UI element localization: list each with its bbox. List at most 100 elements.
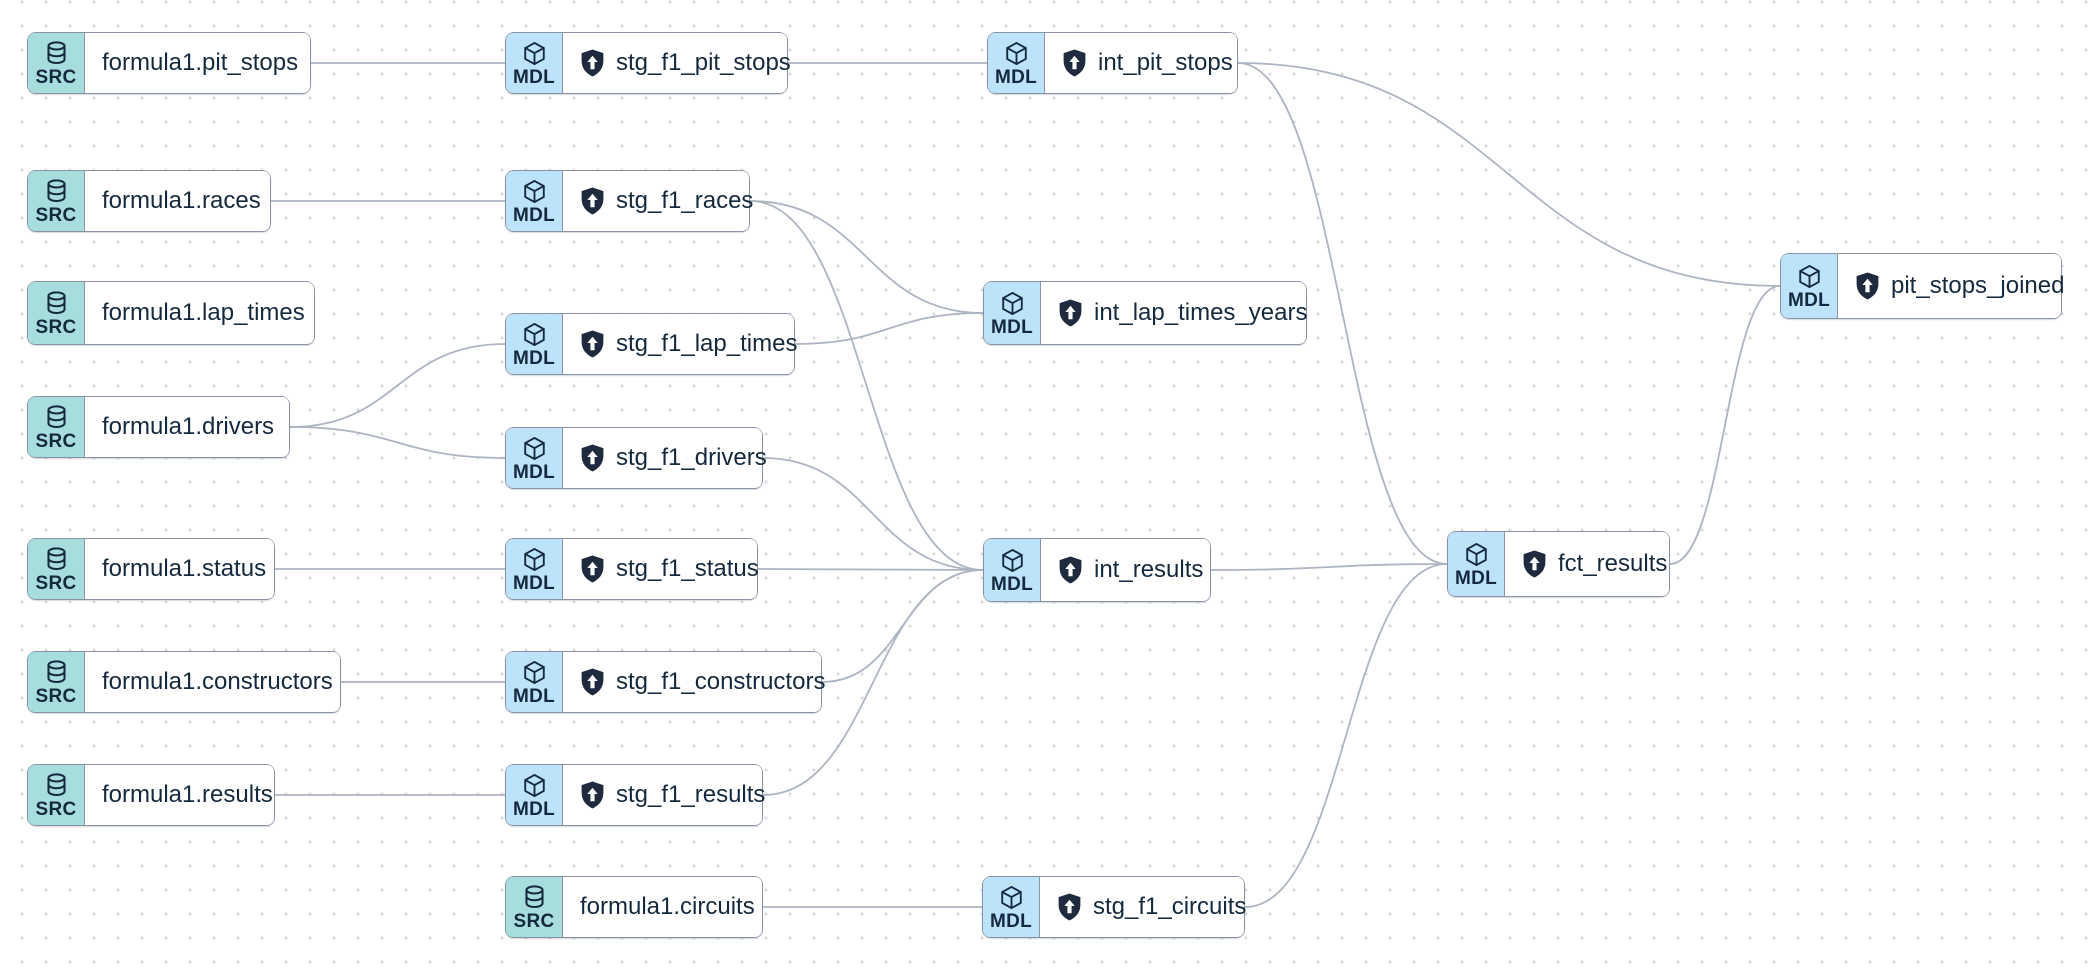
edge-src-drivers--stg-lap-times [289, 343, 506, 428]
node-type-label: SRC [513, 910, 555, 932]
cube-icon [1000, 885, 1022, 909]
node-src-constructors[interactable]: SRC formula1.constructors [27, 651, 341, 713]
node-src-results[interactable]: SRC formula1.results [27, 764, 275, 826]
cube-icon [1001, 548, 1023, 572]
node-body: stg_f1_lap_times [563, 314, 798, 374]
cube-icon [1005, 41, 1027, 65]
node-label: fct_results [1558, 550, 1668, 577]
cube-icon [523, 436, 545, 460]
node-type-label: SRC [35, 430, 77, 452]
node-type-badge: MDL [506, 171, 563, 231]
node-body: formula1.circuits [563, 877, 762, 937]
cube-icon [523, 547, 545, 571]
cube-icon [523, 179, 545, 203]
edge-int-results--fct-results [1210, 563, 1448, 571]
node-body: stg_f1_drivers [563, 428, 767, 488]
shield-icon [1058, 893, 1081, 921]
shield-icon [1059, 299, 1082, 327]
node-label: formula1.drivers [102, 413, 275, 440]
shield-icon [1523, 550, 1546, 578]
node-type-label: MDL [1454, 567, 1498, 589]
node-type-label: MDL [512, 347, 556, 369]
edge-stg-races--int-lap-times-years [749, 200, 984, 314]
node-label: pit_stops_joined [1891, 272, 2065, 299]
node-int-pit-stops[interactable]: MDL int_pit_stops [987, 32, 1238, 94]
node-type-badge: MDL [506, 765, 563, 825]
node-body: formula1.results [85, 765, 274, 825]
node-type-label: MDL [1787, 289, 1831, 311]
cube-icon [1798, 264, 1820, 288]
node-body: formula1.lap_times [85, 282, 314, 344]
node-src-status[interactable]: SRC formula1.status [27, 538, 275, 600]
node-stg-status[interactable]: MDL stg_f1_status [505, 538, 759, 600]
node-label: stg_f1_pit_stops [616, 49, 791, 76]
node-type-label: MDL [990, 316, 1034, 338]
edge-int-pit-stops--fct-results [1237, 62, 1448, 565]
node-label: stg_f1_lap_times [616, 330, 798, 357]
node-type-badge: MDL [1781, 254, 1838, 318]
node-type-badge: MDL [506, 652, 563, 712]
node-type-label: MDL [512, 461, 556, 483]
node-type-label: SRC [35, 204, 77, 226]
shield-icon [581, 555, 604, 583]
node-src-races[interactable]: SRC formula1.races [27, 170, 271, 232]
cube-icon [1465, 542, 1487, 566]
node-stg-lap-times[interactable]: MDL stg_f1_lap_times [505, 313, 798, 375]
node-body: formula1.constructors [85, 652, 340, 712]
node-type-badge: MDL [983, 877, 1040, 937]
node-type-label: SRC [35, 572, 77, 594]
node-fct-results[interactable]: MDL fct_results [1447, 531, 1670, 597]
node-label: stg_f1_drivers [616, 444, 767, 471]
node-stg-constructors[interactable]: MDL stg_f1_constructors [505, 651, 825, 713]
node-body: stg_f1_results [563, 765, 765, 825]
shield-icon [1856, 272, 1879, 300]
edge-stg-lap-times--int-lap-times-years [794, 312, 984, 345]
edge-src-drivers--stg-drivers [289, 426, 506, 459]
database-icon [524, 884, 544, 908]
node-type-label: SRC [35, 798, 77, 820]
node-body: formula1.drivers [85, 397, 289, 457]
node-body: stg_f1_constructors [563, 652, 825, 712]
node-label: stg_f1_constructors [616, 668, 826, 695]
node-src-circuits[interactable]: SRC formula1.circuits [505, 876, 763, 938]
database-icon [46, 772, 66, 796]
node-type-badge: MDL [506, 428, 563, 488]
node-type-label: SRC [35, 685, 77, 707]
shield-icon [581, 187, 604, 215]
database-icon [46, 404, 66, 428]
node-type-label: MDL [990, 573, 1034, 595]
node-stg-results[interactable]: MDL stg_f1_results [505, 764, 765, 826]
node-type-label: MDL [512, 572, 556, 594]
shield-icon [581, 781, 604, 809]
node-src-pit-stops[interactable]: SRC formula1.pit_stops [27, 32, 311, 94]
node-label: formula1.races [102, 187, 261, 214]
node-type-badge: MDL [506, 539, 563, 599]
shield-icon [581, 668, 604, 696]
database-icon [46, 178, 66, 202]
node-label: formula1.circuits [580, 893, 755, 920]
edge-stg-drivers--int-results [762, 457, 984, 571]
node-pit-stops-joined[interactable]: MDL pit_stops_joined [1780, 253, 2065, 319]
node-stg-pit-stops[interactable]: MDL stg_f1_pit_stops [505, 32, 791, 94]
node-type-badge: SRC [506, 877, 563, 937]
node-label: stg_f1_circuits [1093, 893, 1247, 920]
node-stg-races[interactable]: MDL stg_f1_races [505, 170, 753, 232]
node-src-drivers[interactable]: SRC formula1.drivers [27, 396, 290, 458]
node-src-lap-times[interactable]: SRC formula1.lap_times [27, 281, 315, 345]
node-stg-drivers[interactable]: MDL stg_f1_drivers [505, 427, 767, 489]
node-body: formula1.pit_stops [85, 33, 310, 93]
shield-icon [581, 49, 604, 77]
node-body: formula1.races [85, 171, 270, 231]
node-int-results[interactable]: MDL int_results [983, 538, 1211, 602]
node-type-badge: SRC [28, 765, 85, 825]
node-int-lap-times-years[interactable]: MDL int_lap_times_years [983, 281, 1307, 345]
node-body: stg_f1_circuits [1040, 877, 1247, 937]
node-label: formula1.pit_stops [102, 49, 299, 76]
cube-icon [523, 322, 545, 346]
node-body: stg_f1_races [563, 171, 753, 231]
node-label: stg_f1_status [616, 555, 759, 582]
node-stg-circuits[interactable]: MDL stg_f1_circuits [982, 876, 1247, 938]
shield-icon [1059, 556, 1082, 584]
